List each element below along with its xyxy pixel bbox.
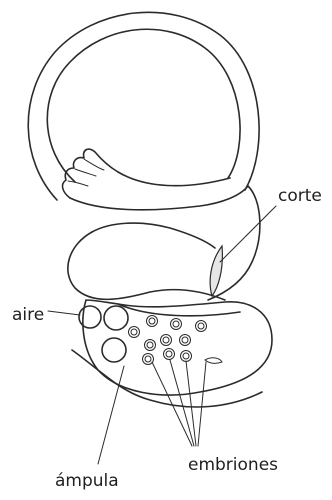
embryo	[196, 321, 207, 332]
leader-embriones-2	[170, 360, 194, 446]
hand-shape	[63, 149, 118, 198]
outer-ring	[28, 12, 259, 200]
label-ampula: ámpula	[55, 471, 119, 491]
tail-line	[72, 350, 262, 407]
upper-band-lower	[118, 172, 230, 186]
upper-band	[70, 186, 248, 210]
label-corte: corte	[278, 186, 322, 206]
embryo-group	[129, 316, 207, 365]
embryo-droplet	[205, 358, 222, 363]
upper-lobe	[68, 232, 225, 300]
cut-shape	[210, 246, 222, 296]
leader-embriones-3	[186, 361, 196, 446]
leader-aire	[48, 311, 80, 315]
hand-finger-1	[68, 181, 88, 186]
embryo	[164, 349, 175, 360]
embryo	[171, 319, 182, 330]
embryo	[161, 335, 172, 346]
air-bubble	[104, 306, 128, 330]
hand-finger-3	[84, 159, 104, 170]
embryo	[143, 354, 154, 365]
upper-lobe-top	[92, 223, 215, 248]
leader-embriones-4	[198, 362, 206, 446]
label-embriones: embriones	[188, 455, 278, 475]
embryo	[129, 327, 140, 338]
label-aire: aire	[12, 305, 44, 325]
leader-embriones-1	[152, 362, 192, 446]
embryo	[181, 351, 192, 362]
leader-corte	[220, 206, 276, 262]
embryo	[180, 335, 191, 346]
embryo	[145, 340, 156, 351]
hand-finger-2	[75, 169, 96, 176]
air-bubble	[102, 338, 126, 362]
embryo	[147, 316, 158, 327]
